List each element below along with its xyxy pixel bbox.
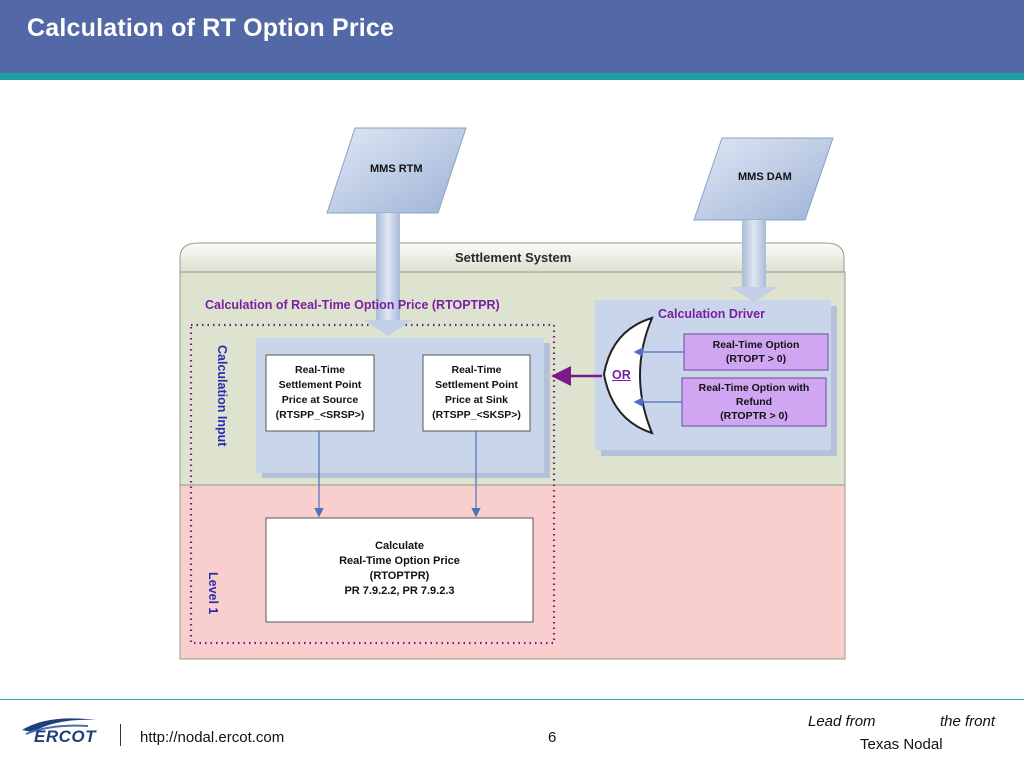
page-title: Calculation of RT Option Price (27, 14, 395, 42)
mms-dam-shape (693, 137, 834, 221)
header-accent-stripe (0, 73, 1024, 80)
driver-item-rtoptr-text: Real-Time Option with Refund (RTOPTR > 0… (682, 378, 826, 426)
dam-block-arrow (730, 220, 778, 302)
settlement-system-label: Settlement System (455, 250, 572, 265)
sink-price-line: Settlement Point (435, 379, 518, 391)
sink-price-line: Price at Sink (444, 394, 509, 406)
driver-item-line: (RTOPTR > 0) (720, 410, 788, 422)
page-number: 6 (548, 729, 557, 746)
calculate-line: Calculate (375, 540, 424, 552)
mms-rtm-shape (326, 127, 467, 214)
or-label: OR (612, 368, 631, 382)
driver-item-rtoptr (681, 377, 827, 427)
source-price-line: Price at Source (281, 394, 359, 406)
driver-item-line: Refund (735, 396, 773, 408)
sink-price-text: Real-Time Settlement Point Price at Sink… (423, 355, 530, 431)
source-price-text: Real-Time Settlement Point Price at Sour… (266, 355, 374, 431)
footer-url-link[interactable]: http://nodal.ercot.com (140, 729, 285, 746)
calculate-line: PR 7.9.2.2, PR 7.9.2.3 (344, 585, 455, 597)
source-price-line: Settlement Point (278, 379, 362, 391)
mms-rtm-label: MMS RTM (370, 163, 423, 175)
source-price-box (265, 354, 375, 432)
source-price-line: (RTSPP_<SRSP>) (275, 409, 365, 421)
sink-price-line: Real-Time (451, 364, 502, 376)
calc-section-title: Calculation of Real-Time Option Price (R… (205, 298, 500, 312)
driver-item-line: Real-Time Option (712, 339, 800, 351)
footer-divider (0, 699, 1024, 700)
driver-item-line: Real-Time Option with (698, 382, 810, 394)
calculation-input-label: Calculation Input (215, 345, 229, 447)
mms-dam-label: MMS DAM (738, 171, 792, 183)
tagline-lead-from: Lead from (808, 713, 876, 730)
driver-item-line: (RTOPT > 0) (725, 353, 787, 365)
calculate-text: Calculate Real-Time Option Price (RTOPTP… (266, 533, 533, 605)
sink-price-line: (RTSPP_<SKSP>) (432, 409, 521, 421)
footer-separator (120, 724, 121, 746)
calculate-line: Real-Time Option Price (339, 555, 460, 567)
tagline-texas-nodal: Texas Nodal (860, 736, 943, 753)
rtm-block-arrow (364, 213, 412, 336)
source-price-line: Real-Time (295, 364, 345, 376)
driver-item-rtopt-text: Real-Time Option (RTOPT > 0) (684, 334, 828, 370)
ercot-logo-text: ERCOT (34, 727, 96, 746)
sink-price-box (422, 354, 531, 432)
ercot-logo-swoosh-icon (22, 718, 96, 735)
tagline-the-front: the front (940, 713, 996, 730)
calculate-box (265, 517, 534, 623)
header-bar (0, 0, 1024, 73)
calculate-line: (RTOPTPR) (369, 570, 430, 582)
level-label: Level 1 (206, 572, 220, 615)
driver-title: Calculation Driver (658, 307, 765, 321)
